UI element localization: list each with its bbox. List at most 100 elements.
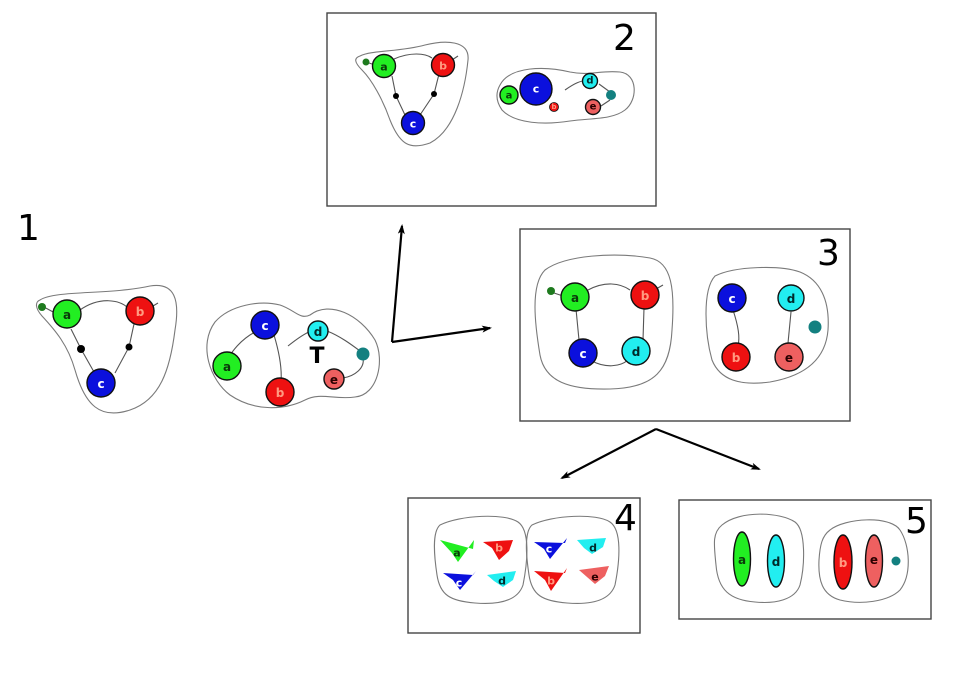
panel1-graph-right: c a b d e T [206, 302, 380, 409]
midpoint-dot [431, 91, 437, 97]
node-label: e [591, 571, 598, 584]
edge [587, 283, 631, 291]
midpoint-dot [77, 345, 85, 353]
edge [273, 334, 282, 383]
node-label: b [136, 305, 145, 319]
edge [642, 307, 645, 341]
edge [326, 330, 361, 352]
panel2-graph-right: a c b d e [496, 67, 635, 124]
region-outline [534, 254, 674, 390]
teal-dot [356, 347, 370, 361]
panel-frame [407, 497, 641, 634]
arrow-to-panel-5 [655, 427, 761, 471]
region-outline [35, 284, 178, 414]
edge [393, 53, 433, 60]
chevron-shape-b: b [483, 540, 513, 560]
node-label: d [589, 542, 597, 555]
node-label: b [439, 60, 447, 73]
node-label: c [456, 577, 463, 590]
anchor-dot [38, 303, 46, 311]
ellipse-shape-d: d [766, 534, 786, 588]
node-label: d [586, 76, 593, 87]
node-c: c [519, 72, 553, 106]
chevron-shape-d: d [577, 538, 606, 555]
arrows-from-panel-1 [390, 224, 492, 344]
node-label: c [579, 347, 586, 361]
panel-1: 1 a b c [17, 208, 380, 414]
chevron-shape-b: b [534, 568, 567, 591]
panel-number-1: 1 [17, 208, 40, 249]
teal-dot [891, 556, 901, 566]
node-label: a [571, 291, 579, 305]
edge [598, 83, 611, 93]
node-label: b [732, 351, 741, 365]
panel4-group-right: c d b e [525, 515, 620, 604]
panel-number-3: 3 [817, 233, 840, 274]
node-label: b [641, 289, 650, 303]
annotation-t: T [309, 344, 324, 369]
ellipse-shape-b: b [833, 534, 853, 590]
ellipse-shape-e: e [864, 534, 884, 588]
chevron-shape-a: a [440, 540, 474, 562]
node-b: b [549, 102, 559, 112]
panel-number-4: 4 [614, 498, 637, 539]
region-outline [713, 513, 805, 604]
node-b: b [125, 296, 155, 326]
anchor-dot [547, 287, 555, 295]
node-d: d [777, 284, 805, 312]
edge [600, 99, 611, 107]
panel5-group-left: a d [713, 513, 805, 604]
node-b: b [430, 52, 456, 78]
node-label: a [738, 553, 746, 567]
node-label: e [590, 102, 597, 113]
node-label: e [870, 553, 878, 567]
region-outline [355, 41, 469, 147]
node-b: b [265, 377, 295, 407]
node-label: a [453, 547, 460, 560]
panel-number-2: 2 [613, 18, 636, 59]
midpoint-dot [125, 343, 133, 351]
chevron-shape-d: d [487, 571, 516, 588]
node-label: c [728, 292, 735, 306]
node-b: b [721, 342, 751, 372]
node-d: d [581, 72, 599, 90]
panel1-graph-left: a b c [35, 284, 178, 414]
panel2-graph-left: a b c [355, 41, 469, 147]
node-label: a [223, 360, 231, 374]
node-a: a [212, 351, 242, 381]
arrow-to-panel-2 [390, 224, 405, 343]
node-c: c [717, 283, 747, 313]
panel-2: 2 a b c [326, 12, 657, 207]
midpoint-dot [393, 93, 399, 99]
node-a: a [560, 282, 590, 312]
arrows-from-panel-3 [560, 427, 761, 479]
panel-3: 3 a b c d [519, 228, 851, 422]
panel-frame [678, 499, 932, 620]
node-label: d [787, 292, 796, 306]
node-a: a [499, 85, 519, 105]
teal-dot [808, 320, 822, 334]
node-label: b [547, 575, 555, 588]
node-e: e [323, 368, 345, 390]
node-c: c [250, 310, 280, 340]
panel-frame [326, 12, 657, 207]
node-label: c [546, 543, 553, 556]
node-label: c [261, 319, 268, 333]
node-d: d [307, 320, 329, 342]
node-label: e [330, 373, 338, 387]
node-e: e [774, 342, 804, 372]
panel4-group-left: a b c d [433, 515, 528, 604]
node-label: d [314, 325, 323, 339]
node-label: a [380, 61, 387, 74]
node-label: d [498, 575, 506, 588]
arrow-to-panel-4 [560, 428, 657, 479]
node-label: c [410, 118, 417, 131]
region-outline [818, 519, 909, 603]
node-e: e [584, 98, 602, 116]
edge [342, 357, 364, 379]
edge [152, 302, 159, 307]
node-b: b [630, 280, 660, 310]
node-a: a [52, 299, 82, 329]
node-label: b [839, 556, 848, 570]
